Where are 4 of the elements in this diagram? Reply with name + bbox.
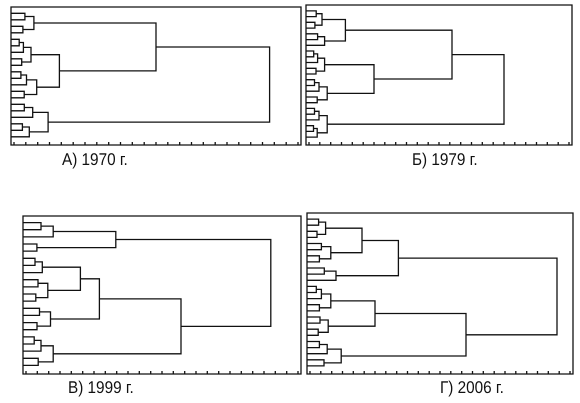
panel-caption: А) 1970 г. xyxy=(62,150,128,170)
panel-caption: Б) 1979 г. xyxy=(412,150,478,170)
panel-caption: В) 1999 г. xyxy=(68,378,134,398)
panel-caption: Г) 2006 г. xyxy=(440,378,504,398)
